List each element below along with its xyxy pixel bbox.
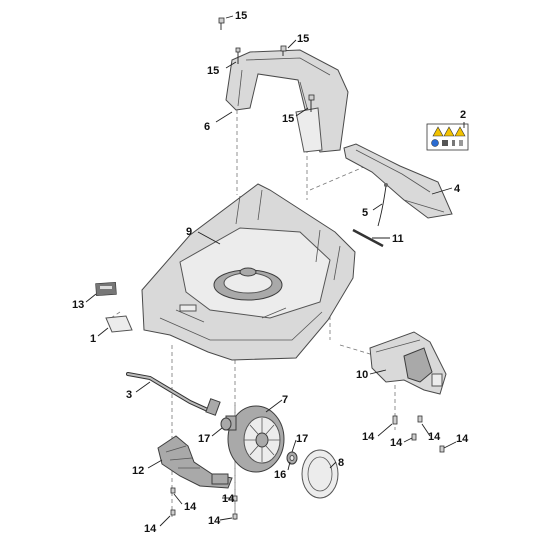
height-adjuster-part xyxy=(157,435,233,489)
callout-15-lower: 15 xyxy=(282,113,294,125)
callout-14-e: 14 xyxy=(362,431,375,443)
callout-2: 2 xyxy=(460,109,466,121)
callout-14-h: 14 xyxy=(456,433,469,445)
rear-bracket-part xyxy=(369,331,447,395)
screw-14-group xyxy=(170,415,445,520)
callout-14-a: 14 xyxy=(184,501,197,513)
mower-deck-part xyxy=(141,183,356,361)
callout-7: 7 xyxy=(282,394,288,406)
screw-15-group xyxy=(218,17,315,112)
callout-12: 12 xyxy=(132,465,144,477)
callout-4: 4 xyxy=(454,183,461,195)
callout-labels: 15 15 15 15 6 2 4 5 11 9 13 1 3 10 7 17 … xyxy=(72,10,466,535)
warning-label-part xyxy=(426,123,469,151)
callout-3: 3 xyxy=(126,389,132,401)
callout-11: 11 xyxy=(392,233,404,245)
callout-17-right: 17 xyxy=(296,433,308,445)
label-13-part xyxy=(95,281,117,297)
callout-14-extra: 14 xyxy=(456,433,469,445)
leader-lines xyxy=(85,15,465,527)
callout-10: 10 xyxy=(356,369,368,381)
rear-flap-part xyxy=(343,143,453,219)
callout-14-d: 14 xyxy=(144,523,157,535)
callout-17-left: 17 xyxy=(198,433,210,445)
callout-6: 6 xyxy=(204,121,210,133)
callout-14-b: 14 xyxy=(222,493,235,505)
callout-5: 5 xyxy=(362,207,368,219)
callout-13: 13 xyxy=(72,299,84,311)
callout-14-f: 14 xyxy=(390,437,403,449)
callout-9: 9 xyxy=(186,226,192,238)
callout-15-left: 15 xyxy=(207,65,219,77)
hinge-rod-part xyxy=(352,228,384,248)
callout-15-right: 15 xyxy=(297,33,309,45)
callout-14-g: 14 xyxy=(428,431,441,443)
washers-part xyxy=(220,417,298,465)
callout-15-top: 15 xyxy=(235,10,247,22)
callout-8: 8 xyxy=(338,457,344,469)
callout-16: 16 xyxy=(274,469,286,481)
spring-rod-part xyxy=(377,183,388,227)
wheel-part xyxy=(225,405,285,473)
plate-1-part xyxy=(105,315,133,333)
callout-14-c: 14 xyxy=(208,515,221,527)
handle-bracket-part xyxy=(225,49,349,153)
axle-part xyxy=(126,372,221,416)
hubcap-part xyxy=(301,449,339,499)
callout-1: 1 xyxy=(90,333,96,345)
